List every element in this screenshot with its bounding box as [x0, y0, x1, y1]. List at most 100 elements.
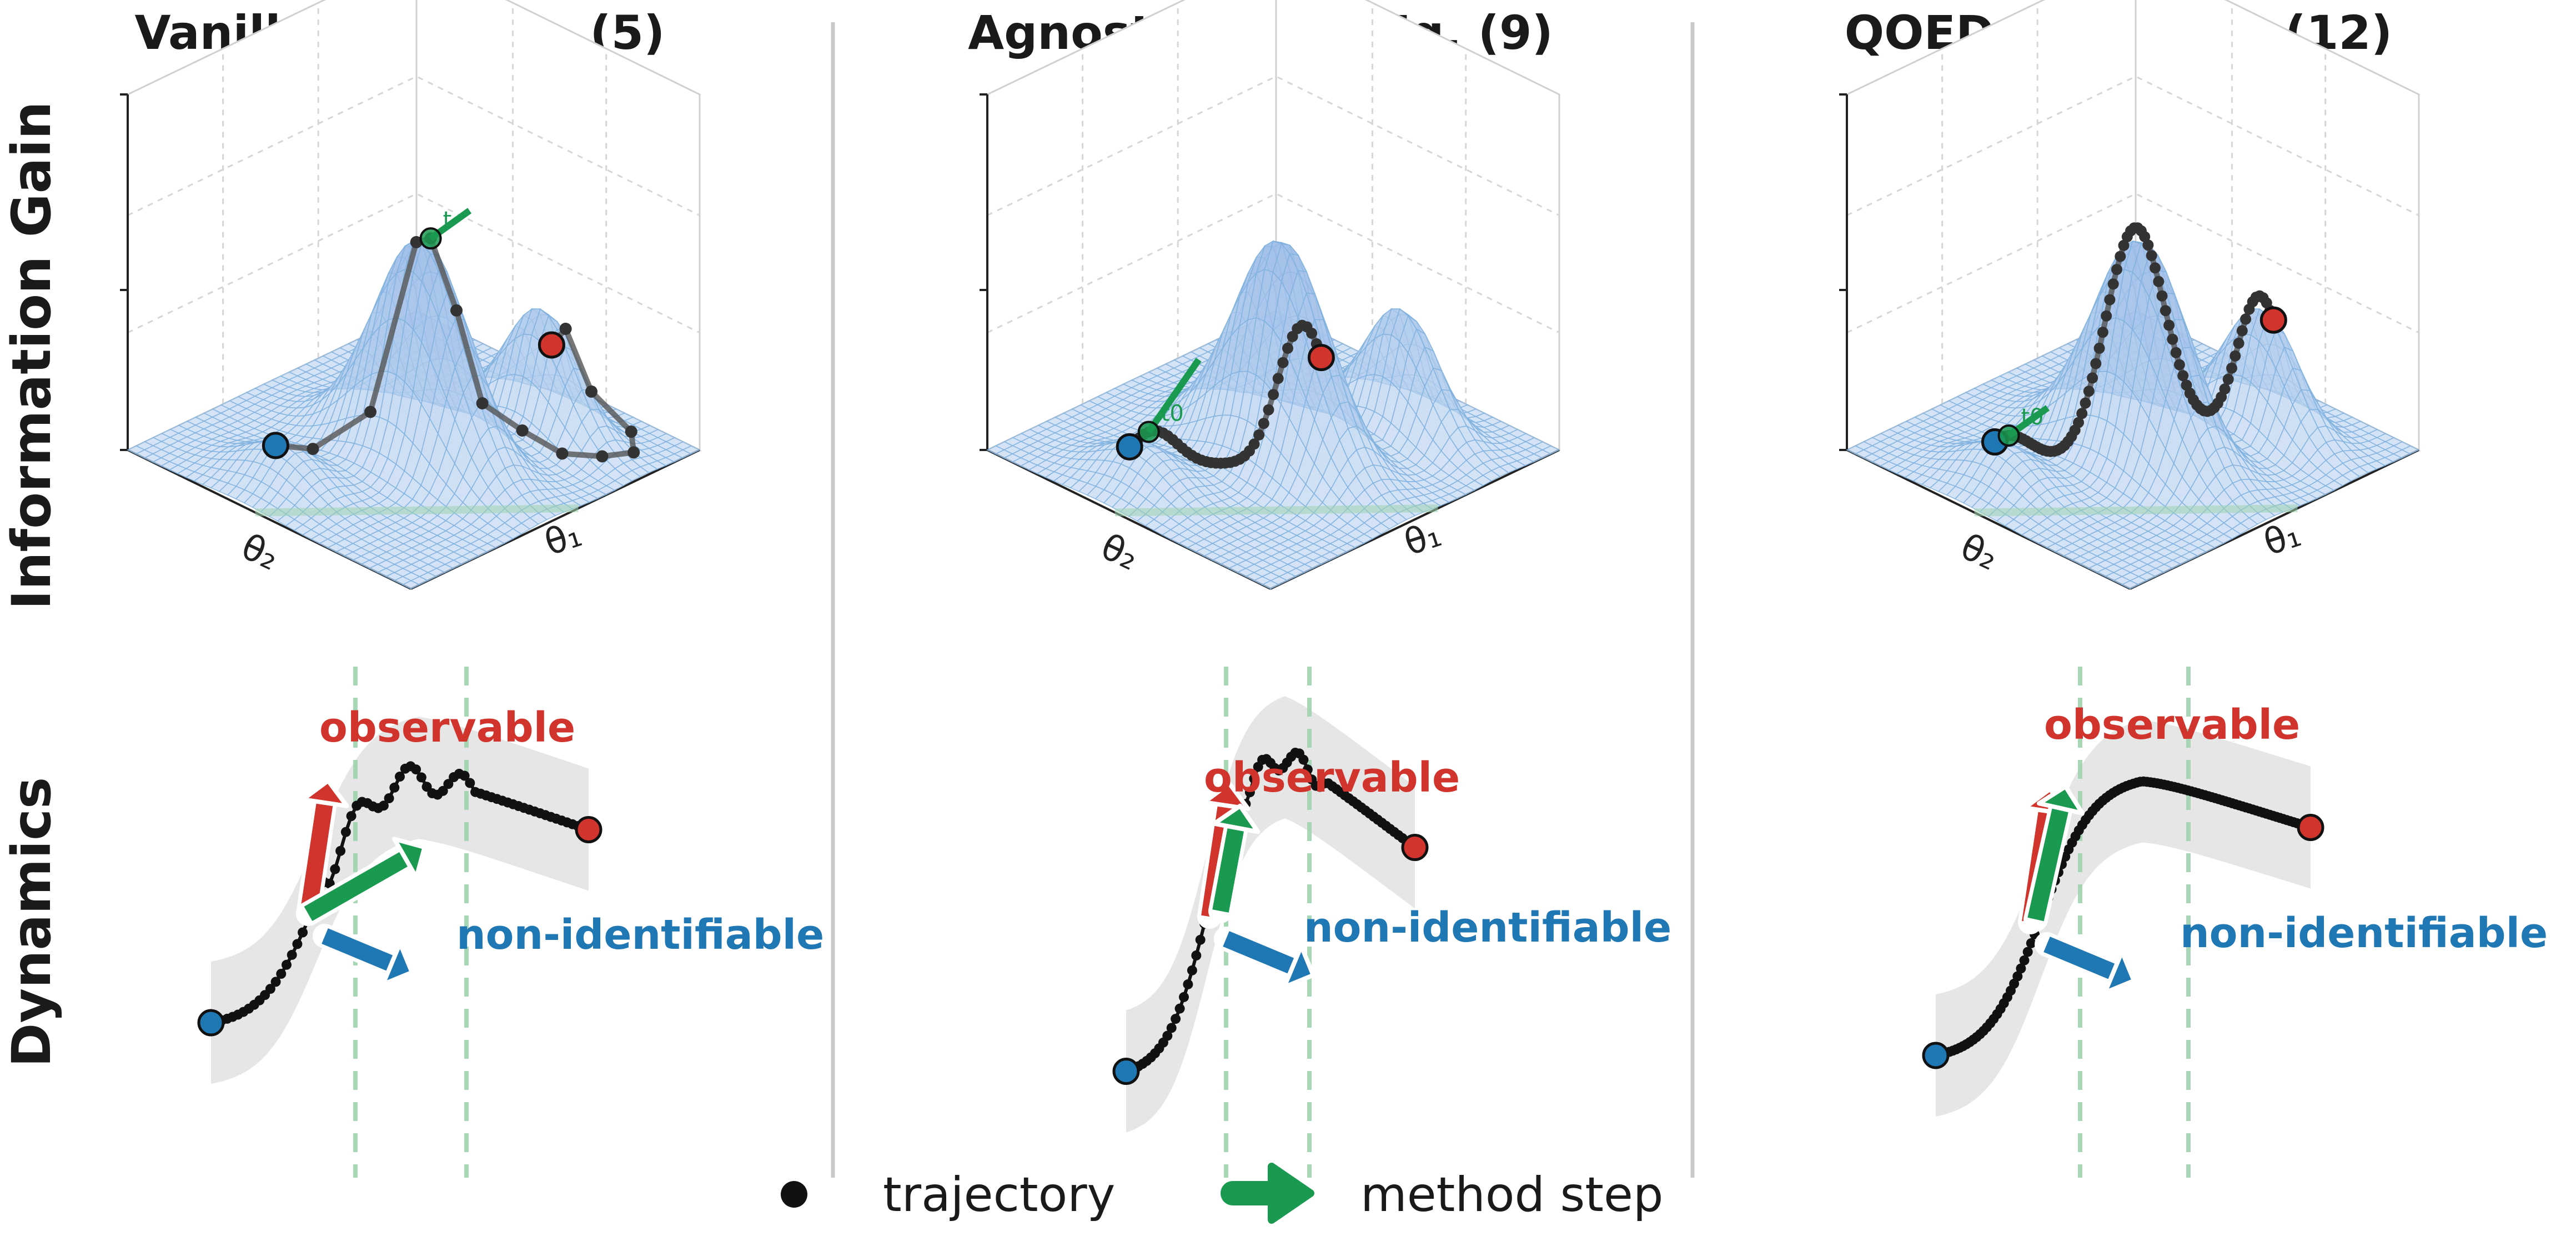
theta2-label: θ₂ — [1094, 526, 1144, 578]
trajectory-point — [2177, 370, 2189, 382]
dynamics-trajectory-point — [1166, 1023, 1177, 1033]
legend: trajectory method step — [781, 1163, 1663, 1224]
dynamics-trajectory-point — [1162, 1030, 1173, 1041]
dynamics-trajectory-point — [395, 772, 405, 782]
trajectory-point — [627, 446, 640, 459]
dynamics-trajectory-point — [2026, 938, 2036, 948]
method-step-label: t — [443, 207, 452, 233]
dynamics-start — [197, 1009, 225, 1037]
method-step-dyn-arrow-shaft — [304, 850, 410, 922]
dynamics-trajectory-point — [346, 811, 356, 821]
trajectory-end — [1307, 344, 1335, 372]
dynamics-trajectory-point — [1179, 992, 1189, 1002]
trajectory-end — [2259, 306, 2287, 334]
dynamics-trajectory-point — [1195, 934, 1206, 945]
theta1-label: θ₁ — [540, 514, 587, 564]
panel-3: QOED (ours) Eq. (12)t0θ₂θ₁observablenon-… — [1839, 0, 2548, 1178]
trajectory-point — [2233, 337, 2244, 349]
observable-arrow-shaft — [300, 801, 333, 915]
floor-guide-line — [1114, 504, 1438, 517]
trajectory-point — [2163, 319, 2175, 331]
non-identifiable-arrow-head — [380, 941, 414, 987]
dynamics-trajectory-point — [1174, 1003, 1185, 1014]
dynamics-trajectory-point — [416, 772, 426, 783]
trajectory-point — [1268, 389, 1279, 401]
info-gain-trajectory: t — [262, 207, 640, 463]
non-identifiable-label: non-identifiable — [456, 911, 824, 959]
observable-label: observable — [1204, 754, 1460, 802]
trajectory-point — [556, 447, 569, 460]
method-step-dyn-arrow-head — [1212, 803, 1261, 834]
method-step-dyn-arrow — [1208, 803, 1261, 923]
dynamics-trajectory-point — [298, 927, 308, 938]
dynamics-trajectory-point — [1187, 965, 1197, 975]
trajectory-point — [596, 450, 609, 463]
trajectory-start — [1116, 433, 1143, 461]
dynamics-trajectory-point — [292, 939, 303, 949]
trajectory-point — [2093, 342, 2105, 354]
trajectory-point — [2107, 278, 2119, 290]
theta2-label: θ₂ — [235, 526, 285, 578]
method-step-dyn-arrow-shaft — [1212, 826, 1244, 913]
trajectory-point — [2097, 327, 2108, 338]
trajectory-point — [1253, 429, 1265, 441]
observable-arrow-head — [300, 778, 349, 808]
trajectory-point — [2087, 372, 2098, 384]
trajectory-end — [538, 331, 565, 359]
dynamics-trajectory-point — [389, 782, 400, 793]
dynamics-trajectory-point — [378, 800, 389, 811]
uncertainty-band — [211, 717, 589, 1084]
surface-cell — [401, 580, 421, 589]
panels: Vanilla BOED Eq. (5)tθ₂θ₁observablenon-i… — [120, 0, 2548, 1178]
panel-2: Agnostic QOED Eq. (9)t0θ₂θ₁observablenon… — [968, 0, 1671, 1178]
trajectory-point — [1282, 342, 1293, 354]
trajectory-point — [410, 236, 423, 248]
non-identifiable-arrow-head — [1282, 944, 1315, 989]
trajectory-point — [585, 385, 597, 398]
method-step-arrow — [1146, 358, 1202, 434]
method-step-dyn-arrow — [296, 837, 427, 926]
dynamics-trajectory-point — [265, 984, 275, 994]
trajectory-point — [1263, 404, 1274, 416]
legend-trajectory-marker — [781, 1181, 807, 1208]
trajectory-point — [1277, 357, 1289, 368]
method-step-label: t0 — [2021, 404, 2043, 430]
trajectory-point — [2240, 313, 2252, 325]
trajectory-point — [2101, 310, 2112, 322]
dynamics-trajectory-point — [411, 764, 421, 775]
trajectory-point — [307, 443, 319, 456]
dynamics-start — [1112, 1058, 1140, 1085]
floor-guide-line — [1974, 504, 2298, 517]
dynamics-start — [1922, 1042, 1950, 1069]
dynamics-trajectory-point — [443, 779, 454, 789]
trajectory-point — [2167, 333, 2178, 345]
panel-1: Vanilla BOED Eq. (5)tθ₂θ₁observablenon-i… — [120, 0, 824, 1178]
non-identifiable-arrow-shaft — [322, 928, 395, 972]
trajectory-point — [2142, 239, 2154, 251]
non-identifiable-arrow — [313, 924, 414, 987]
trajectory-start — [262, 432, 289, 459]
trajectory-point — [2153, 276, 2165, 287]
legend-method-step-arrow-head — [1268, 1163, 1314, 1224]
dynamics-trajectory-point — [459, 770, 470, 781]
trajectory-point — [1258, 418, 1269, 429]
dynamics-trajectory-point — [287, 949, 297, 960]
dynamics-trajectory-point — [340, 827, 351, 837]
surface-cell — [1261, 580, 1281, 589]
trajectory-point — [1272, 373, 1284, 384]
theta1-label: θ₁ — [1399, 514, 1447, 564]
info-gain-plot: t θ₂ θ₁ — [120, 0, 701, 590]
dynamics-trajectory-point — [1171, 1014, 1181, 1024]
dynamics-trajectory-point — [282, 959, 292, 970]
dynamics-trajectory-point — [1183, 979, 1193, 989]
dynamics-trajectory-point — [1298, 754, 1309, 765]
trajectory-point — [2173, 359, 2185, 371]
trajectory-point — [2146, 250, 2157, 262]
trajectory-point — [2156, 290, 2168, 302]
trajectory-point — [625, 426, 637, 438]
row-label-information-gain: Information Gain — [1, 101, 63, 609]
